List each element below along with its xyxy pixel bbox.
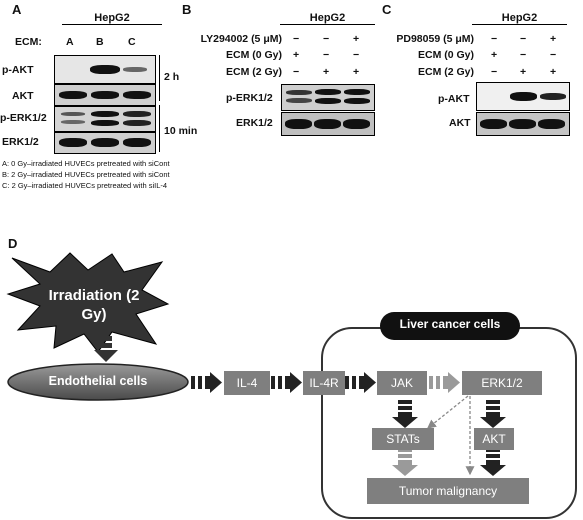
panel-c-blot-akt: [476, 112, 570, 136]
panel-a-cell-title: HepG2: [62, 12, 162, 25]
panel-a-lane-a: A: [66, 36, 74, 48]
panel-a-letter: A: [12, 2, 22, 17]
panel-a-lane-b: B: [96, 36, 104, 48]
panel-b-mark-1-3: +: [353, 33, 360, 45]
tumor-malignancy-label: Tumor malignancy: [398, 484, 498, 498]
liver-cancer-cells-label: Liver cancer cells: [399, 317, 501, 331]
panel-a-time-10min: 10 min: [164, 125, 198, 137]
jak-node: JAK: [377, 371, 427, 395]
endothelial-cells-node: [7, 363, 189, 401]
arrow-irradiation-to-endothelial: [94, 336, 118, 362]
panel-a-row-akt: AKT: [12, 90, 34, 102]
panel-c-cell-title: HepG2: [472, 12, 567, 25]
panel-c-mark-3-2: +: [520, 66, 527, 78]
panel-a-blot-pakt: [54, 55, 156, 84]
panel-b-mark-1-2: −: [323, 33, 330, 45]
panel-b-cond-1-label: LY294002 (5 μM): [200, 33, 282, 45]
panel-b-cond-2-label: ECM (0 Gy): [225, 49, 282, 61]
panel-b-cond-3-label: ECM (2 Gy): [225, 66, 282, 78]
panel-c-cond-1-label: PD98059 (5 μM): [396, 33, 474, 45]
akt-node: AKT: [474, 428, 514, 450]
il4-node: IL-4: [224, 371, 270, 395]
panel-b-mark-2-3: −: [353, 49, 360, 61]
panel-c-mark-2-2: −: [520, 49, 527, 61]
panel-a-legend-b: B: 2 Gy–irradiated HUVECs pretreated wit…: [2, 170, 170, 179]
panel-b-mark-3-1: −: [293, 66, 300, 78]
panel-b-mark-2-2: −: [323, 49, 330, 61]
panel-c-letter: C: [382, 2, 392, 17]
irradiation-label: Irradiation (2 Gy): [48, 287, 140, 323]
il4-label: IL-4: [236, 376, 258, 390]
dashed-arrow-erk-to-stats: [426, 395, 469, 429]
panel-c-blot-pakt: [476, 82, 570, 111]
arrow-erk-to-akt: [480, 400, 506, 428]
panel-c-mark-1-3: +: [550, 33, 557, 45]
panel-c-mark-3-1: −: [491, 66, 498, 78]
erk-node: ERK1/2: [462, 371, 542, 395]
panel-a-time-2h: 2 h: [164, 71, 180, 83]
arrow-endothelial-to-il4: [191, 372, 222, 393]
panel-c-row-pakt: p-AKT: [438, 93, 470, 105]
panel-c-cond-2-label: ECM (0 Gy): [417, 49, 474, 61]
panel-a-blot-perk: [54, 106, 156, 132]
il4r-node: IL-4R: [303, 371, 345, 395]
panel-a-blot-akt: [54, 84, 156, 106]
arrow-akt-to-tumor: [480, 448, 506, 476]
panel-a-ecm-label: ECM:: [15, 36, 42, 48]
panel-a-row-erk: ERK1/2: [2, 136, 39, 148]
panel-a-legend-c: C: 2 Gy–irradiated HUVECs pretreated wit…: [2, 181, 168, 190]
panel-a-row-perk: p-ERK1/2: [0, 112, 47, 124]
jak-label: JAK: [390, 376, 413, 390]
panel-b-mark-3-3: +: [353, 66, 360, 78]
panel-b-mark-3-2: +: [323, 66, 330, 78]
panel-c-mark-2-1: +: [491, 49, 498, 61]
panel-b-blot-erk: [281, 112, 375, 136]
panel-a-bracket-10min: [159, 105, 160, 152]
endothelial-cells-label: Endothelial cells: [48, 374, 148, 388]
panel-c-cond-3-label: ECM (2 Gy): [417, 66, 474, 78]
panel-a-row-pakt: p-AKT: [2, 64, 34, 76]
tumor-malignancy-node: Tumor malignancy: [367, 478, 529, 504]
panel-d-letter: D: [8, 236, 18, 251]
panel-b-row-perk: p-ERK1/2: [226, 92, 273, 104]
panel-b-mark-1-1: −: [293, 33, 300, 45]
akt-label: AKT: [482, 432, 506, 446]
erk-label: ERK1/2: [481, 376, 523, 390]
arrow-il4r-to-jak: [345, 372, 376, 393]
panel-c-mark-3-3: +: [550, 66, 557, 78]
arrow-jak-to-stats: [392, 400, 418, 428]
arrow-jak-to-erk: [429, 372, 460, 393]
liver-cancer-cells-header: [380, 312, 520, 340]
panel-c-mark-1-1: −: [491, 33, 498, 45]
panel-a-lane-c: C: [128, 36, 136, 48]
irradiation-burst: [6, 252, 170, 353]
panel-a-blot-erk: [54, 132, 156, 154]
il4r-label: IL-4R: [309, 376, 339, 390]
arrow-stats-to-tumor: [392, 448, 418, 476]
panel-b-letter: B: [182, 2, 192, 17]
stats-node: STATs: [372, 428, 434, 450]
panel-b-blot-perk: [281, 84, 375, 111]
panel-a-legend-a: A: 0 Gy–irradiated HUVECs pretreated wit…: [2, 159, 170, 168]
panel-a-bracket-2h: [159, 55, 160, 101]
panel-c-row-akt: AKT: [449, 117, 471, 129]
panel-b-row-erk: ERK1/2: [236, 117, 273, 129]
arrow-il4-to-il4r: [271, 372, 302, 393]
stats-label: STATs: [386, 432, 420, 446]
panel-c-mark-2-3: −: [550, 49, 557, 61]
panel-b-cell-title: HepG2: [280, 12, 375, 25]
panel-c-mark-1-2: −: [520, 33, 527, 45]
panel-a-legend: A: 0 Gy–irradiated HUVECs pretreated wit…: [2, 158, 217, 191]
panel-b-mark-2-1: +: [293, 49, 300, 61]
